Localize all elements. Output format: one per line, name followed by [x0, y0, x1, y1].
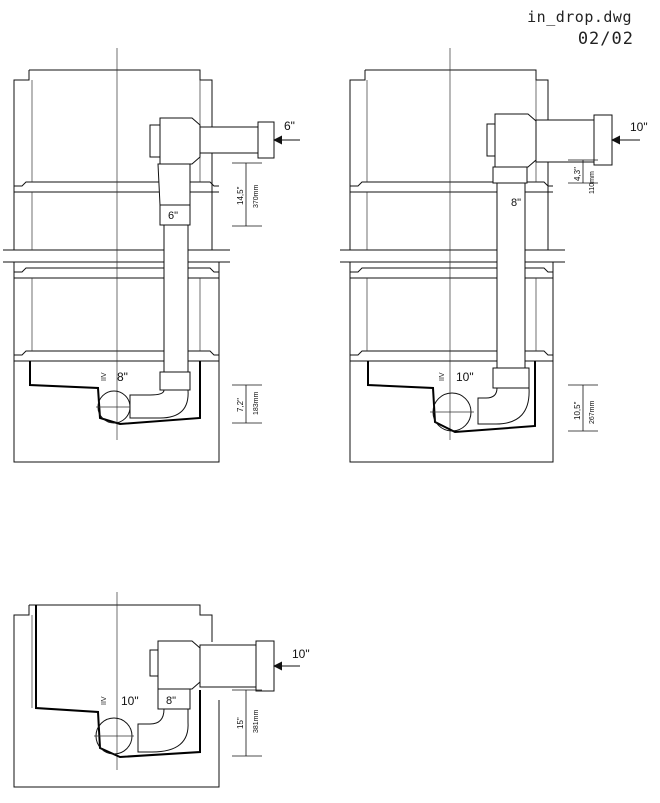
inlet-size-label: 10" — [630, 120, 648, 134]
detail-1: 6" 6" 8" IIV 14,5" 370mm 7,2" 183mm — [3, 48, 300, 463]
inlet-size-label: 10" — [292, 647, 310, 661]
dim-mm-label: 183mm — [253, 391, 260, 415]
dimension-outlet: 10,5" 267mm — [568, 384, 598, 432]
inlet-size-label: 6" — [284, 119, 295, 133]
riser-pipe — [477, 166, 530, 425]
dimension-drop: 15" 381mm — [232, 689, 262, 757]
outlet-size-label: 10" — [121, 694, 139, 708]
outlet-size-label: 10" — [456, 370, 474, 384]
dimension-inlet-drop: 14,5" 370mm — [232, 162, 262, 227]
dim-inch-label: 15" — [236, 717, 245, 729]
inlet-pipe — [149, 117, 300, 165]
outlet-tag: IIV — [101, 372, 108, 381]
manhole-outline — [13, 604, 220, 788]
base-benching — [29, 361, 201, 426]
outlet-tag: IIV — [101, 696, 108, 705]
riser-size-label: 8" — [511, 197, 521, 209]
dim-inch-label: 4,3" — [573, 167, 582, 181]
dim-inch-label: 14,5" — [236, 186, 245, 205]
detail-3: 10" 8" 10" IIV 15" 381mm — [13, 592, 310, 788]
dim-mm-label: 370mm — [253, 184, 260, 208]
dim-inch-label: 10,5" — [573, 401, 582, 420]
inlet-pipe — [486, 113, 640, 168]
inlet-pipe — [149, 640, 300, 692]
title-block: in_drop.dwg 02/02 — [527, 6, 634, 50]
dimension-inlet-drop: 4,3" 110mm — [568, 159, 598, 194]
dim-mm-label: 110mm — [589, 171, 596, 194]
riser-size-label: 6" — [168, 210, 178, 222]
manhole-outline — [340, 69, 565, 463]
drawing-filename: in_drop.dwg — [527, 8, 632, 26]
riser-pipe — [129, 163, 191, 419]
dimension-outlet: 7,2" 183mm — [232, 384, 262, 424]
dim-mm-label: 267mm — [589, 400, 596, 424]
outlet-tag: IIV — [439, 372, 446, 381]
dim-mm-label: 381mm — [253, 709, 260, 733]
sheet-number: 02/02 — [577, 29, 634, 49]
outlet-size-label: 8" — [117, 370, 128, 384]
riser-size-label: 8" — [166, 695, 176, 707]
dim-inch-label: 7,2" — [236, 398, 245, 412]
base-benching — [367, 361, 536, 434]
riser-pipe — [137, 688, 191, 753]
detail-2: 10" 8" 10" IIV 4,3" 110mm 10,5" 267mm — [340, 48, 648, 463]
